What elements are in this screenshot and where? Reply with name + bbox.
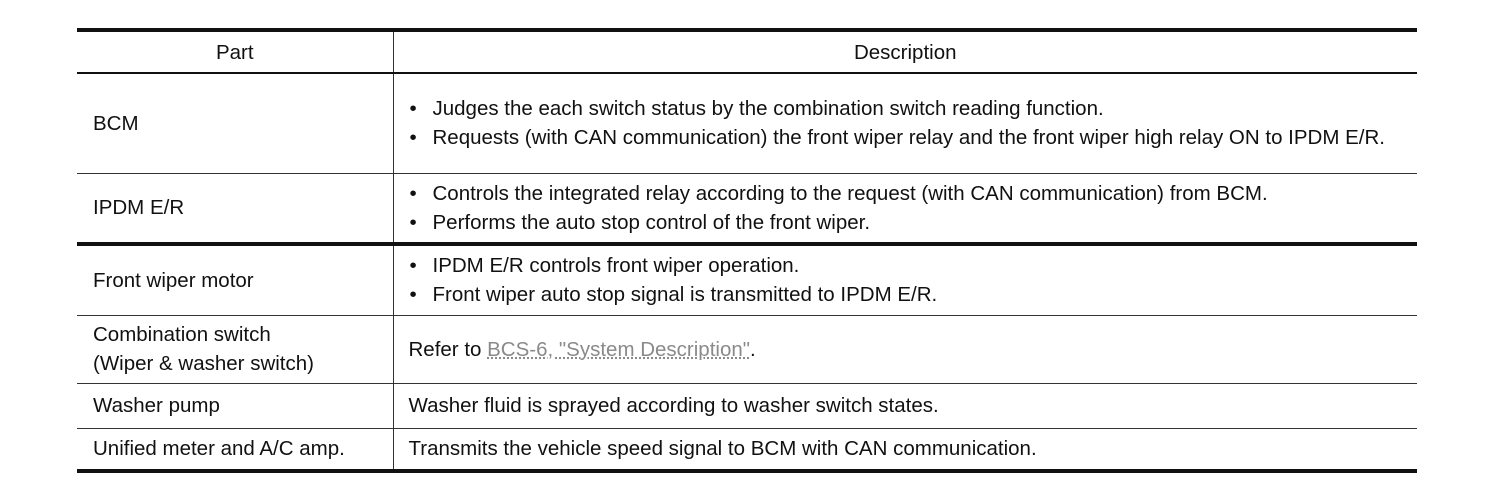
bullet-icon: • bbox=[409, 97, 417, 121]
bullet-list: •Controls the integrated relay according… bbox=[409, 179, 1410, 237]
table-row: Front wiper motor •IPDM E/R controls fro… bbox=[77, 244, 1417, 316]
description-cell: Transmits the vehicle speed signal to BC… bbox=[392, 428, 1417, 473]
part-cell: BCM bbox=[77, 73, 393, 174]
list-item: •Performs the auto stop control of the f… bbox=[409, 208, 1410, 237]
part-cell: IPDM E/R bbox=[77, 173, 393, 246]
table-row: Washer pump Washer fluid is sprayed acco… bbox=[77, 383, 1417, 429]
bullet-list: •IPDM E/R controls front wiper operation… bbox=[409, 251, 1410, 309]
table-header-row: Part Description bbox=[77, 28, 1417, 74]
table-row: Combination switch (Wiper & washer switc… bbox=[77, 315, 1417, 384]
list-item: •IPDM E/R controls front wiper operation… bbox=[409, 251, 1410, 280]
list-item: •Judges the each switch status by the co… bbox=[409, 94, 1410, 123]
description-cell: •Controls the integrated relay according… bbox=[392, 173, 1417, 246]
part-cell: Washer pump bbox=[77, 383, 393, 429]
part-cell: Front wiper motor bbox=[77, 244, 393, 316]
part-line: (Wiper & washer switch) bbox=[93, 352, 314, 375]
system-description-table: Part Description BCM •Judges the each sw… bbox=[77, 28, 1417, 473]
reference-link[interactable]: BCS-6, "System Description" bbox=[487, 337, 751, 361]
part-line: Combination switch bbox=[93, 323, 271, 346]
table-row: IPDM E/R •Controls the integrated relay … bbox=[77, 173, 1417, 246]
list-item: •Requests (with CAN communication) the f… bbox=[409, 123, 1410, 152]
part-cell: Unified meter and A/C amp. bbox=[77, 428, 393, 473]
description-cell: Refer to BCS-6, "System Description". bbox=[392, 315, 1417, 384]
bullet-icon: • bbox=[409, 126, 417, 150]
table-row: BCM •Judges the each switch status by th… bbox=[77, 73, 1417, 174]
bullet-icon: • bbox=[409, 254, 417, 278]
bullet-icon: • bbox=[409, 181, 417, 205]
table-row: Unified meter and A/C amp. Transmits the… bbox=[77, 428, 1417, 473]
description-cell: Washer fluid is sprayed according to was… bbox=[392, 383, 1417, 429]
description-cell: •Judges the each switch status by the co… bbox=[392, 73, 1417, 174]
refer-suffix: . bbox=[750, 337, 756, 361]
bullet-list: •Judges the each switch status by the co… bbox=[409, 94, 1410, 152]
column-header-part: Part bbox=[77, 28, 393, 74]
column-header-description: Description bbox=[392, 28, 1417, 74]
refer-prefix: Refer to bbox=[408, 337, 488, 361]
bullet-icon: • bbox=[409, 283, 417, 307]
bullet-icon: • bbox=[409, 210, 417, 234]
list-item: •Controls the integrated relay according… bbox=[409, 179, 1410, 208]
part-cell: Combination switch (Wiper & washer switc… bbox=[77, 315, 393, 384]
description-cell: •IPDM E/R controls front wiper operation… bbox=[392, 244, 1417, 316]
list-item: •Front wiper auto stop signal is transmi… bbox=[409, 280, 1410, 309]
